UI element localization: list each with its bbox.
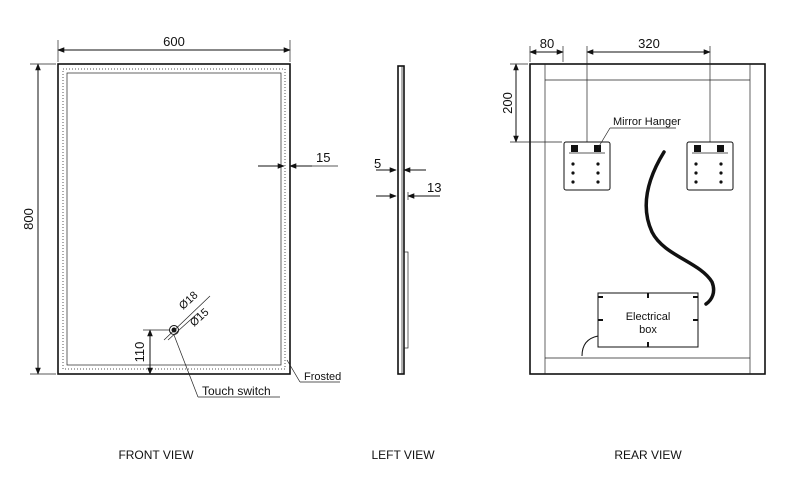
frosted-label: Frosted <box>304 371 341 383</box>
touch-switch-leader: Touch switch <box>173 334 280 398</box>
left-mirror-hanger <box>563 141 611 191</box>
frame-bars <box>544 64 751 374</box>
frosted-leader: Frosted <box>286 359 341 383</box>
edge-offset-label: 80 <box>540 36 554 51</box>
left-view-caption: LEFT VIEW <box>371 448 435 462</box>
electrical-box: Electrical box <box>597 292 699 348</box>
side-profile <box>397 65 405 375</box>
width-label: 600 <box>163 34 185 49</box>
glass-thickness-label: 5 <box>374 156 381 171</box>
side-electrical-box <box>403 251 409 349</box>
height-dimension: 800 <box>21 63 56 375</box>
width-dimension: 600 <box>57 34 291 62</box>
hanger-height-label: 200 <box>500 92 515 114</box>
front-view: 600 800 15 Ø18 Ø15 110 <box>21 34 341 462</box>
electrical-box-label-line1: Electrical <box>626 311 671 323</box>
touch-switch: Ø18 Ø15 <box>163 289 211 341</box>
depth-dimension: 13 <box>376 180 441 200</box>
touch-switch-label: Touch switch <box>202 384 271 398</box>
left-view: 5 13 LEFT VIEW <box>371 65 441 462</box>
hanger-spacing-dimension: 320 <box>586 36 711 142</box>
electrical-box-label-line2: box <box>639 324 657 336</box>
depth-label: 13 <box>427 180 441 195</box>
rear-view-caption: REAR VIEW <box>614 448 682 462</box>
inner-glass <box>66 72 282 366</box>
inner-diameter-label: Ø15 <box>188 306 211 329</box>
power-cable <box>644 150 716 306</box>
edge-offset-dimension: 80 <box>529 36 564 62</box>
switch-offset-dimension: 110 <box>132 329 170 375</box>
frosted-band <box>62 68 286 370</box>
right-mirror-hanger <box>686 141 734 191</box>
frost-width-dimension: 15 <box>258 150 338 169</box>
rear-outline <box>529 63 766 375</box>
switch-offset-label: 110 <box>132 342 147 363</box>
height-label: 800 <box>21 208 36 230</box>
mirror-hanger-label: Mirror Hanger <box>613 116 681 128</box>
rear-view: 80 320 200 <box>500 36 766 462</box>
hanger-spacing-label: 320 <box>638 36 660 51</box>
frost-width-label: 15 <box>316 150 330 165</box>
mirror-outline <box>57 63 291 375</box>
mirror-hanger-leader: Mirror Hanger <box>597 116 681 149</box>
hanger-height-dimension: 200 <box>500 63 562 143</box>
box-wire <box>581 335 599 357</box>
glass-thickness-dimension: 5 <box>374 156 426 173</box>
front-view-caption: FRONT VIEW <box>118 448 194 462</box>
